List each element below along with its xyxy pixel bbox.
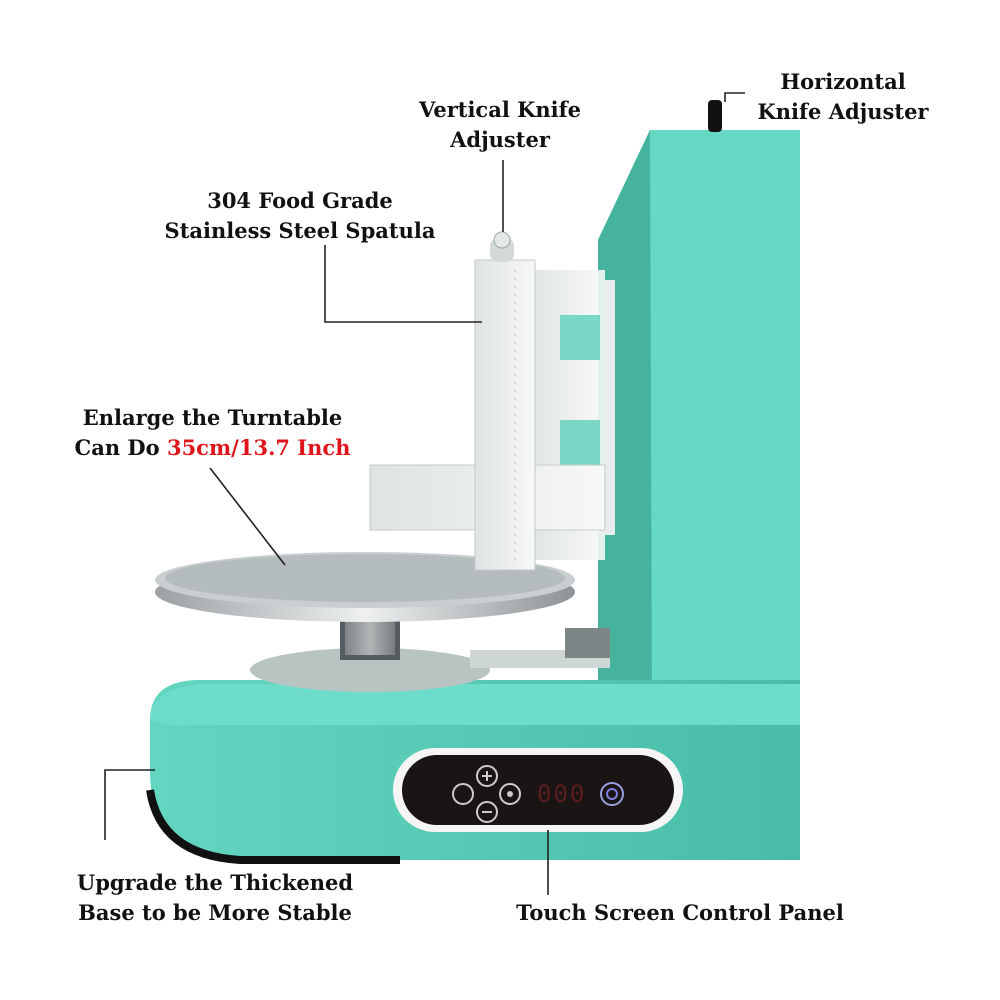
plus-icon[interactable] (476, 765, 498, 787)
power-icon[interactable] (600, 782, 624, 806)
horizontal-knife-adjuster-knob (708, 100, 722, 132)
control-panel-display: 000 (537, 780, 587, 808)
knife-assembly (369, 231, 615, 571)
leader-lines (104, 92, 745, 895)
label-turntable: Enlarge the Turntable Can Do 35cm/13.7 I… (74, 405, 351, 460)
dot-icon[interactable] (499, 783, 521, 805)
machine-tower (598, 100, 800, 725)
turntable (155, 552, 575, 660)
label-base: Upgrade the Thickened Base to be More St… (76, 870, 354, 925)
label-control-panel: Touch Screen Control Panel (516, 900, 844, 925)
label-spatula: 304 Food Grade Stainless Steel Spatula (164, 188, 436, 243)
control-panel (393, 748, 683, 832)
spin-icon[interactable] (452, 783, 474, 805)
label-vertical-knife-adjuster: Vertical Knife Adjuster (418, 97, 582, 152)
label-horizontal-knife-adjuster: Horizontal Knife Adjuster (757, 69, 929, 124)
minus-icon[interactable] (476, 801, 498, 823)
